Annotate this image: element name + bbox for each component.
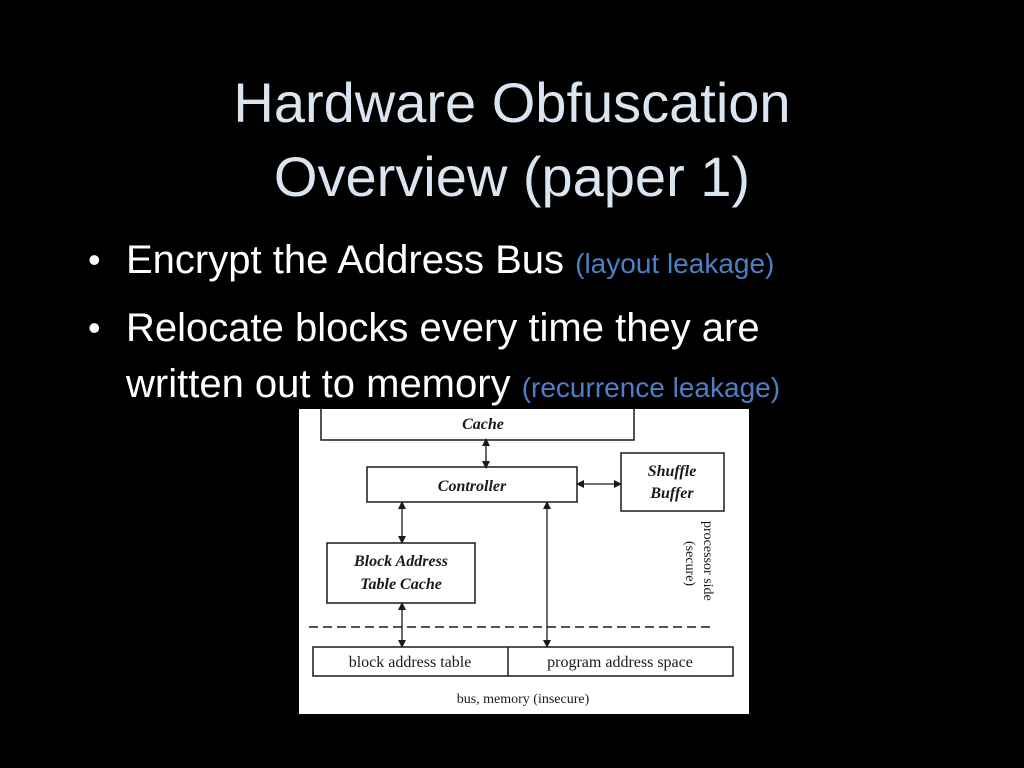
cache-label: Cache: [462, 416, 504, 433]
slide-title-line-1: Hardware Obfuscation: [233, 71, 791, 134]
controller-label: Controller: [438, 478, 507, 495]
controller-box: Controller: [366, 466, 578, 503]
processor-side-label-line-2: (secure): [682, 541, 697, 586]
bullet-dot-icon: •: [88, 239, 101, 280]
bullet-text-line-2: written out to memory: [126, 362, 511, 406]
bullet-text-line-1: Relocate blocks every time they are: [126, 306, 760, 350]
bullet-note: (layout leakage): [575, 248, 775, 279]
processor-side-label: processor side (secure): [682, 521, 715, 601]
bus-memory-label: bus, memory (insecure): [457, 692, 590, 707]
block-address-table-cache-label-line-2: Table Cache: [360, 576, 442, 593]
bullet-text: Encrypt the Address Bus: [126, 238, 565, 282]
block-address-table-cache-box: Block Address Table Cache: [326, 542, 476, 604]
bullet-dot-icon: •: [88, 307, 101, 348]
bullet-list: • Encrypt the Address Bus (layout leakag…: [88, 232, 968, 424]
bullet-item-relocate-blocks: • Relocate blocks every time they are wr…: [88, 300, 968, 416]
memory-layout-box: block address table program address spac…: [312, 646, 734, 677]
block-address-table-label: block address table: [349, 654, 472, 671]
shuffle-buffer-box: Shuffle Buffer: [620, 452, 725, 512]
cache-box: Cache: [320, 409, 635, 441]
architecture-diagram: Cache Controller Shuffle Buffer Block Ad…: [299, 409, 749, 714]
bullet-item-encrypt-address-bus: • Encrypt the Address Bus (layout leakag…: [88, 232, 968, 292]
slide-title: Hardware Obfuscation Overview (paper 1): [0, 66, 1024, 214]
architecture-diagram-svg: Cache Controller Shuffle Buffer Block Ad…: [309, 409, 734, 707]
slide-title-line-2: Overview (paper 1): [273, 145, 751, 208]
block-address-table-cache-label-line-1: Block Address: [353, 553, 448, 570]
shuffle-buffer-label-line-1: Shuffle: [648, 463, 697, 480]
shuffle-buffer-label-line-2: Buffer: [649, 485, 694, 502]
processor-side-label-line-1: processor side: [700, 521, 715, 601]
program-address-space-label: program address space: [547, 654, 693, 671]
bullet-note: (recurrence leakage): [521, 372, 781, 403]
